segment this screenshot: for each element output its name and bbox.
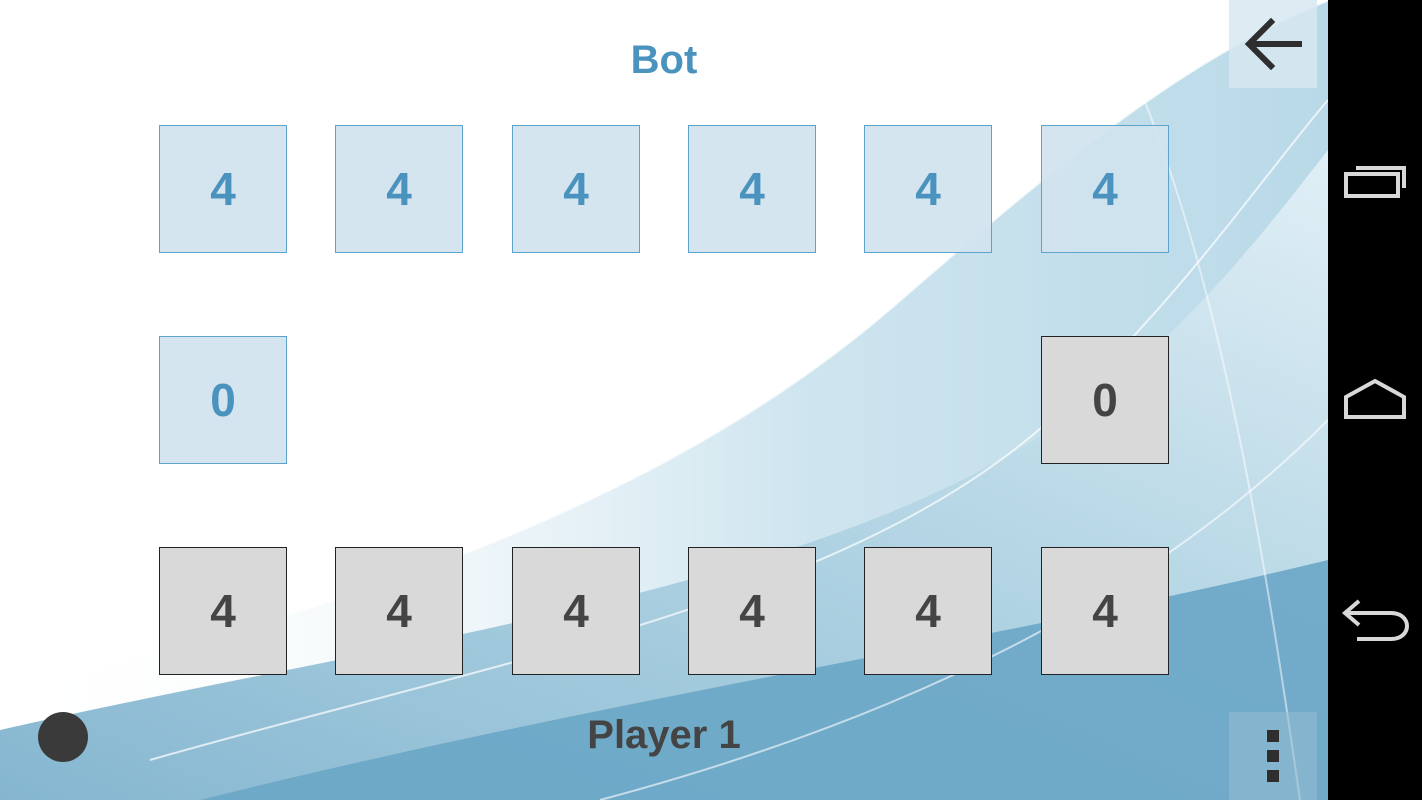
bot-pit-5: 4 xyxy=(864,125,992,253)
back-button[interactable] xyxy=(1229,0,1317,88)
player-pit-5[interactable]: 4 xyxy=(864,547,992,675)
bot-store: 0 xyxy=(159,336,287,464)
home-button[interactable] xyxy=(1328,354,1422,444)
bot-pit-6: 4 xyxy=(1041,125,1169,253)
menu-dot-icon xyxy=(1267,770,1279,782)
bot-label: Bot xyxy=(630,38,698,82)
turn-indicator-icon xyxy=(38,712,88,762)
system-navigation-bar xyxy=(1328,0,1422,800)
menu-dot-icon xyxy=(1267,750,1279,762)
bot-pit-3: 4 xyxy=(512,125,640,253)
game-screen: Bot 4 4 4 4 4 4 0 0 4 4 4 4 4 4 Player 1 xyxy=(0,0,1328,800)
player-pit-6[interactable]: 4 xyxy=(1041,547,1169,675)
recent-apps-icon xyxy=(1344,166,1406,198)
system-back-button[interactable] xyxy=(1328,574,1422,664)
arrow-left-icon xyxy=(1244,17,1302,71)
home-icon xyxy=(1344,378,1406,419)
player-pit-4[interactable]: 4 xyxy=(688,547,816,675)
player-pit-1[interactable]: 4 xyxy=(159,547,287,675)
bot-pit-1: 4 xyxy=(159,125,287,253)
player-pit-2[interactable]: 4 xyxy=(335,547,463,675)
player-pit-3[interactable]: 4 xyxy=(512,547,640,675)
recent-apps-button[interactable] xyxy=(1328,135,1422,225)
overflow-menu-button[interactable] xyxy=(1229,712,1317,800)
menu-dot-icon xyxy=(1267,730,1279,742)
back-icon xyxy=(1341,599,1410,641)
bot-pit-2: 4 xyxy=(335,125,463,253)
bot-pit-4: 4 xyxy=(688,125,816,253)
player-label: Player 1 xyxy=(587,713,741,757)
player-store: 0 xyxy=(1041,336,1169,464)
